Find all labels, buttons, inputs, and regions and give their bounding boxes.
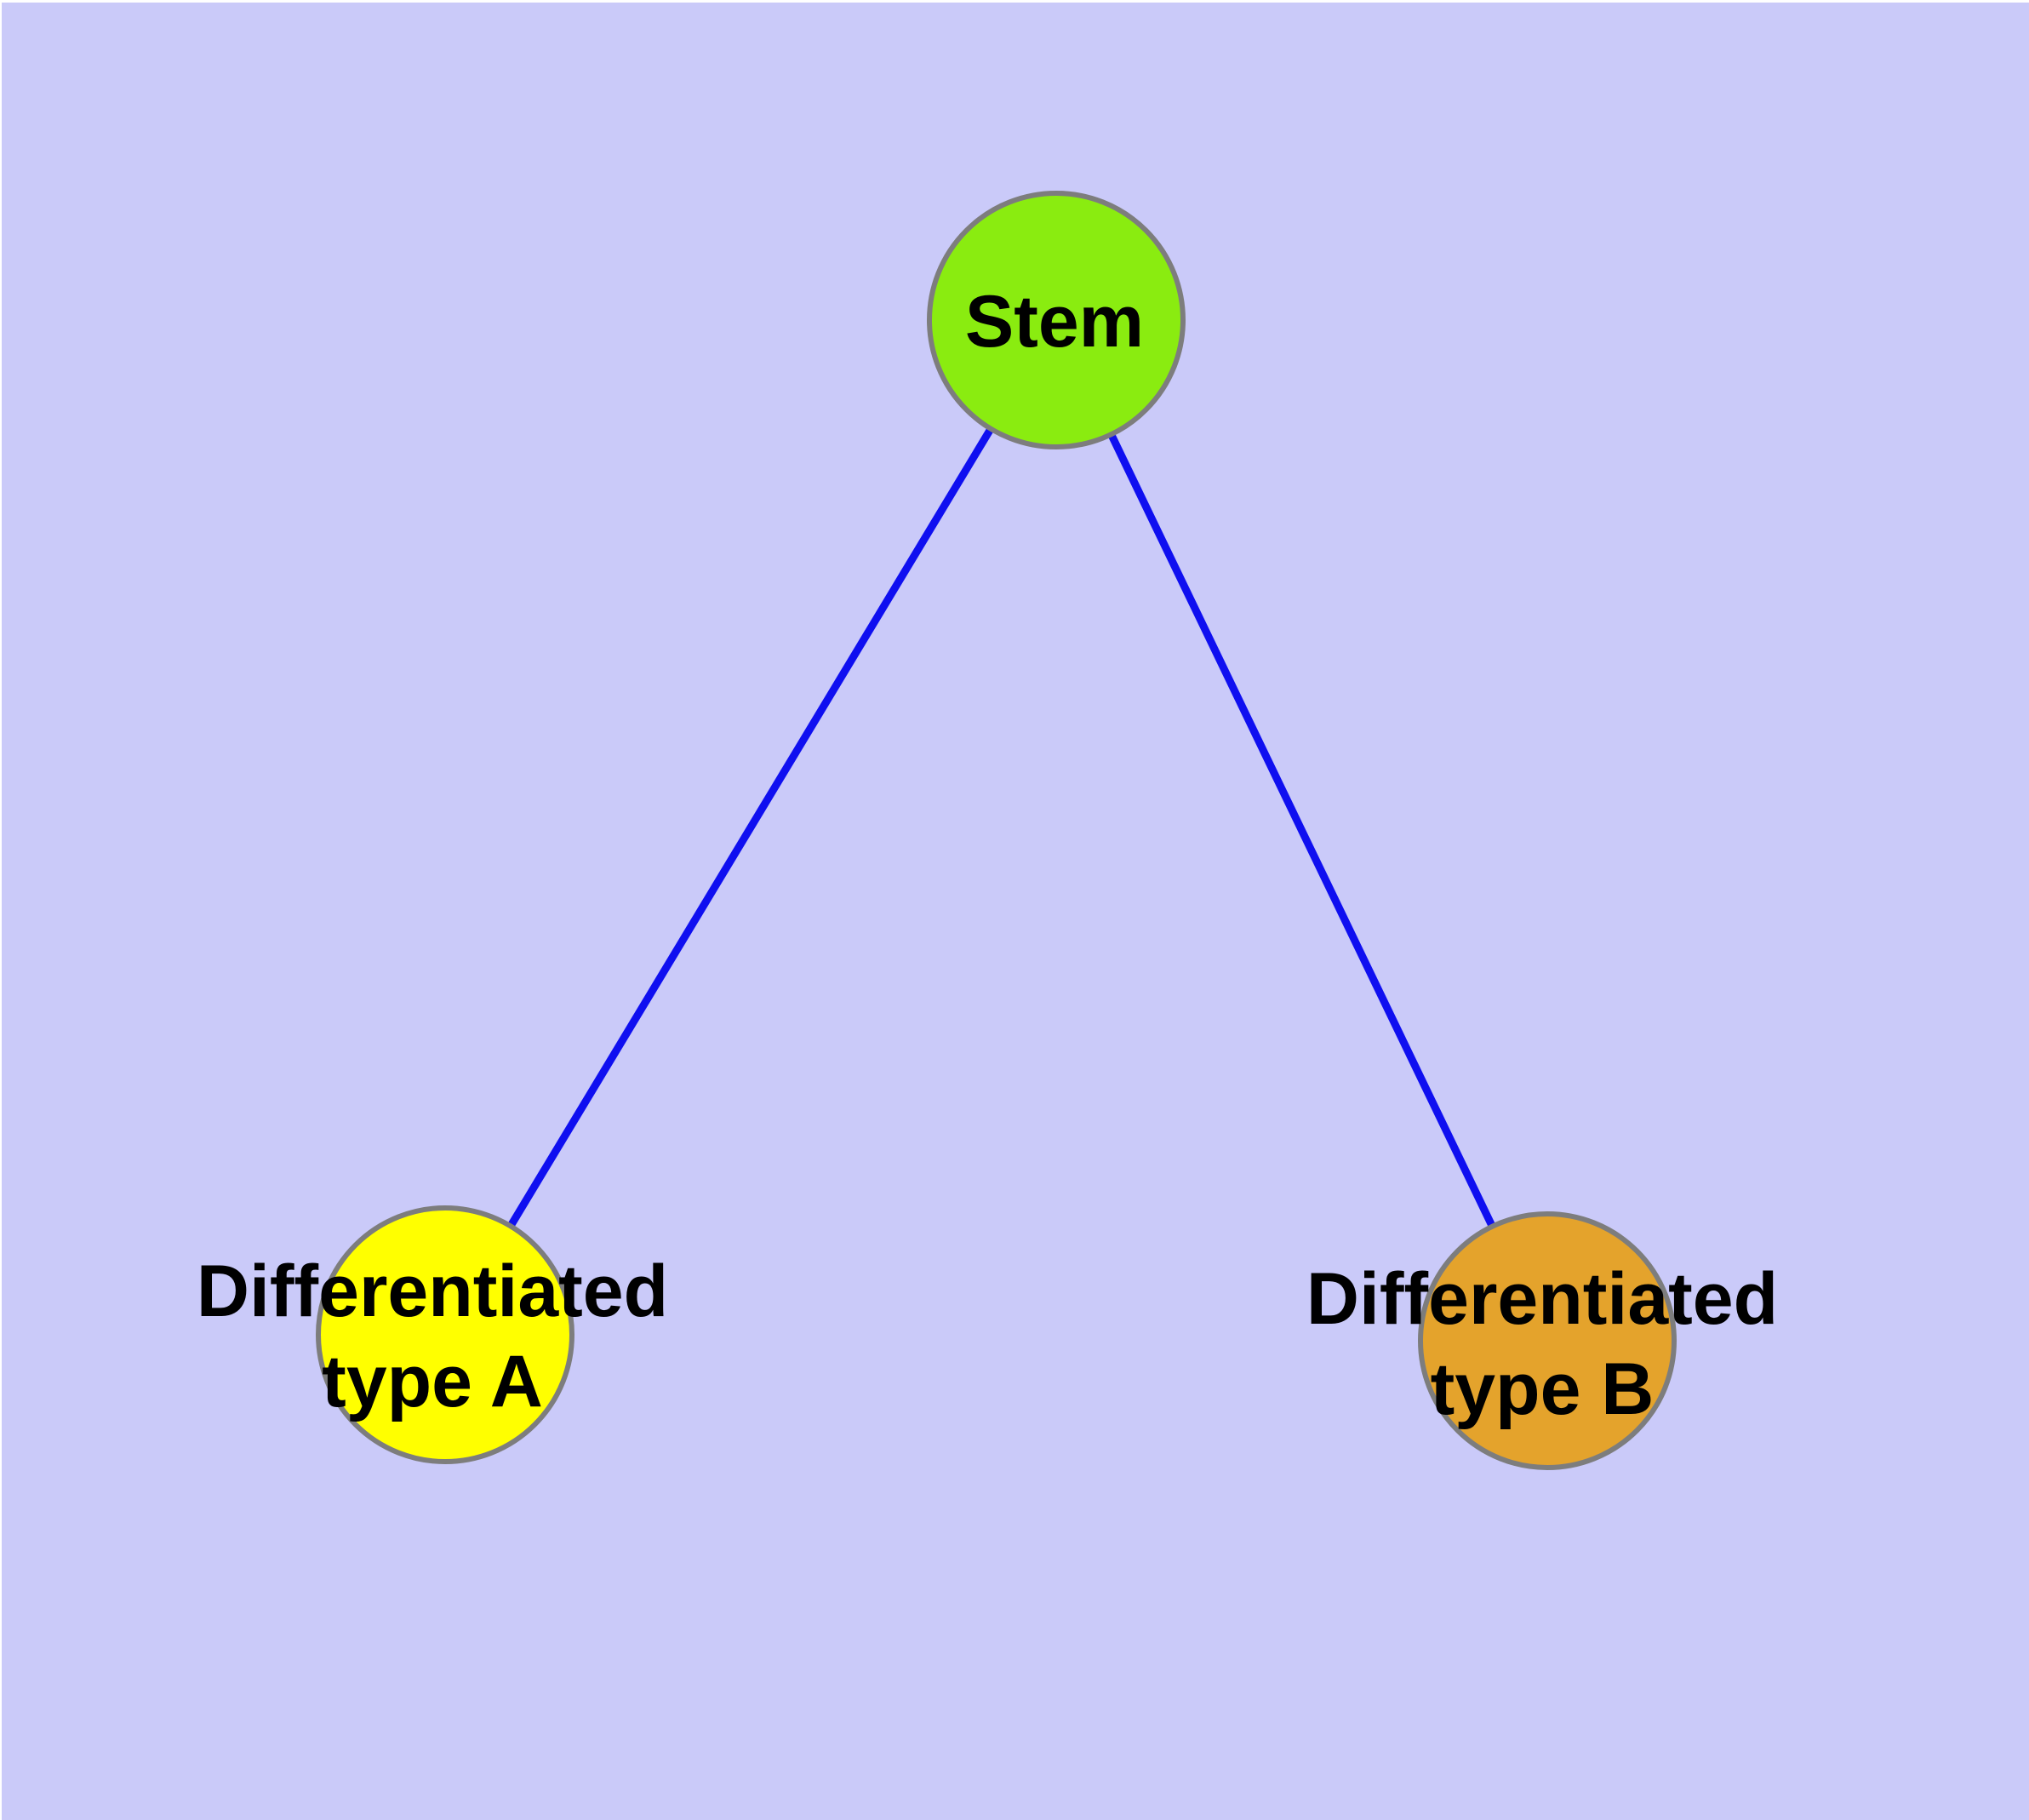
graph-svg (316, 191, 1677, 1470)
node-type-a (316, 1205, 574, 1464)
diagram-canvas: Stem Differentiated type A Differentiate… (2, 3, 2029, 1820)
node-type-b (1418, 1211, 1677, 1470)
edge-stem-to-type-b (1052, 316, 1552, 1345)
node-stem (927, 191, 1186, 449)
edge-stem-to-type-a (441, 316, 1060, 1339)
